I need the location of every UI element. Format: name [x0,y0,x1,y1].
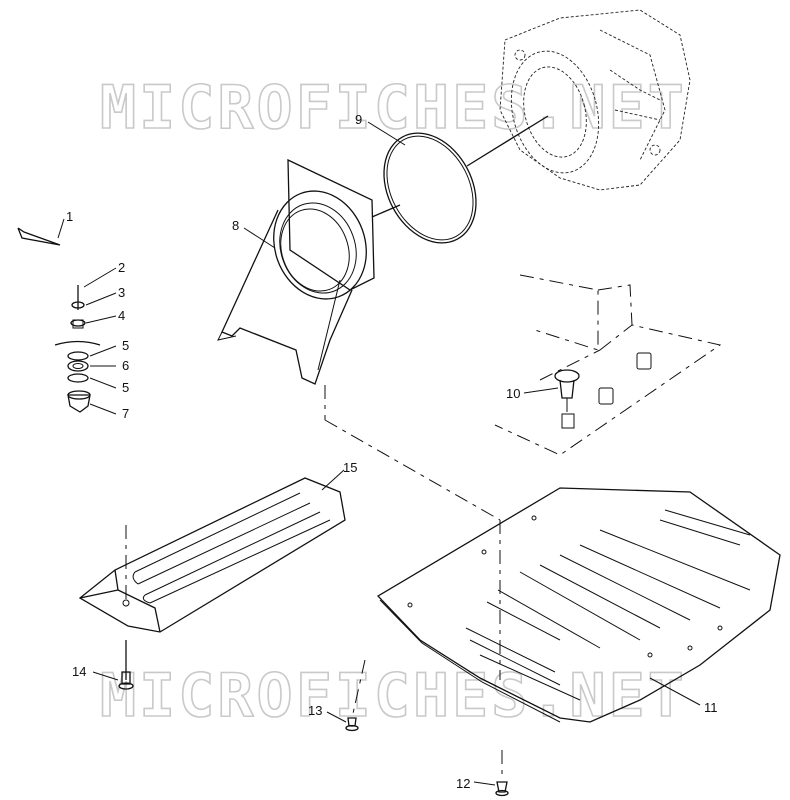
callout-12: 12 [456,776,470,791]
watermark-top: MICROFICHES.NET [100,73,687,143]
intake-adapter [217,158,375,420]
callout-2: 2 [118,260,125,275]
drain-plug [554,369,580,429]
callout-9: 9 [355,112,362,127]
callout-7: 7 [122,406,129,421]
callout-6: 6 [122,358,129,373]
pump-housing [499,9,691,191]
callout-13: 13 [308,703,322,718]
callout-5b: 5 [122,380,129,395]
callout-5a: 5 [122,338,129,353]
callout-15: 15 [343,460,357,475]
watermark-bottom: MICROFICHES.NET [100,661,687,731]
screw-14 [118,640,134,690]
callout-10: 10 [506,386,520,401]
callout-14: 14 [72,664,86,679]
callout-4: 4 [118,308,125,323]
screw-13 [345,659,366,732]
intake-grate [324,419,781,723]
callouts: 1 2 3 4 5 6 5 7 8 9 10 11 12 13 14 15 [66,112,718,791]
screw-12 [495,750,509,797]
callout-3: 3 [118,285,125,300]
ride-plate [78,477,346,633]
callout-8: 8 [232,218,239,233]
clip [17,227,61,246]
fastener-stack [54,285,101,413]
callout-1: 1 [66,209,73,224]
hull-bay [494,274,722,456]
callout-11: 11 [704,700,718,715]
leader-lines [57,121,701,786]
